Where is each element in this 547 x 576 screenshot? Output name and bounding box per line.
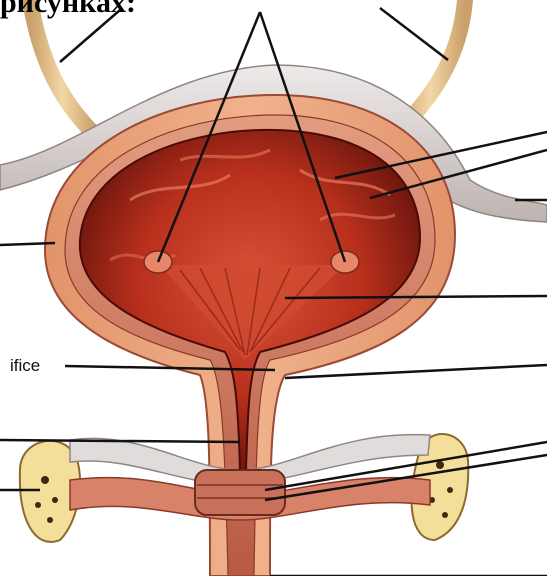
left-ureter <box>30 0 95 135</box>
caption-fragment: рисунках: <box>0 0 136 20</box>
label-orifice: ifice <box>10 355 40 377</box>
external-urethral-sphincter <box>195 470 285 515</box>
